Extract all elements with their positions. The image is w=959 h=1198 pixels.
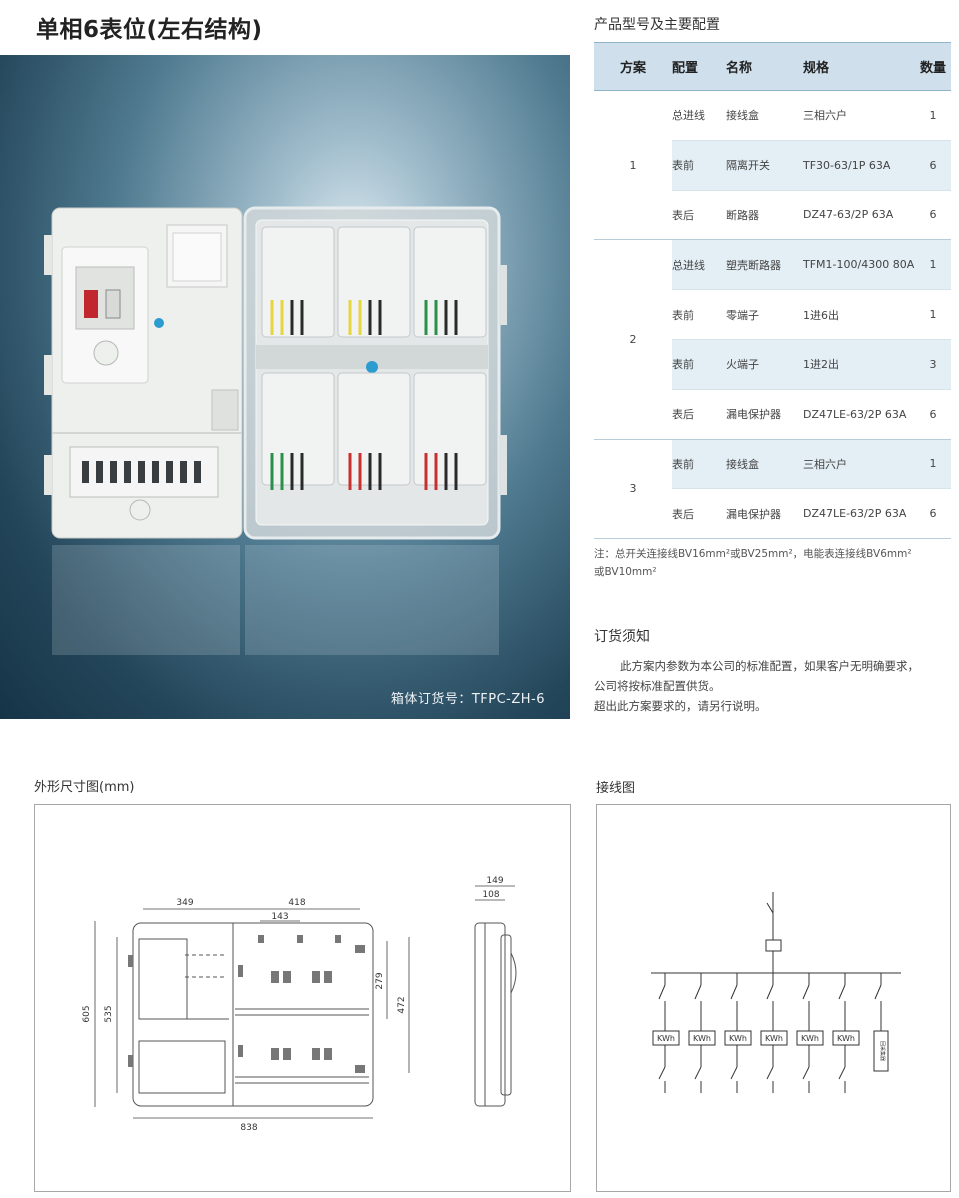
name-cell: 漏电保护器 [726, 488, 803, 540]
spec-note-line: 注：总开关连接线BV16mm²或BV25mm²，电能表连接线BV6mm² [594, 548, 912, 560]
table-row: 3 表前 接线盒 三相六户 1 [594, 439, 951, 540]
header-name: 名称 [726, 42, 803, 91]
spec-cell: 三相六户 [803, 90, 915, 141]
config-cell: 表后 [672, 190, 726, 241]
plan-cell: 1 [594, 90, 672, 241]
table-row: 1 总进线 接线盒 三相六户 1 [594, 90, 951, 241]
spec-header-row: 方案 配置 名称 规格 数量 [594, 42, 951, 91]
meter-label: KWh [693, 1034, 711, 1043]
name-cell: 零端子 [726, 289, 803, 340]
spec-section-title: 产品型号及主要配置 [594, 17, 720, 33]
qty-cell: 1 [915, 289, 951, 340]
qty-cell: 1 [915, 90, 951, 141]
spec-cell: 1进6出 [803, 289, 915, 340]
meter-label: KWh [801, 1034, 819, 1043]
spec-cell: DZ47LE-63/2P 63A [803, 389, 915, 440]
config-cell: 总进线 [672, 239, 726, 291]
header-qty: 数量 [915, 42, 951, 91]
table-row: 表前 零端子 1进6出 1 [594, 289, 951, 340]
plan-cell: 3 [594, 439, 672, 540]
name-cell: 火端子 [726, 339, 803, 390]
branch-lines [658, 973, 882, 1093]
dim-label-h-total: 605 [82, 1005, 92, 1022]
header-spec: 规格 [803, 42, 915, 91]
order-section-title: 订货须知 [594, 629, 650, 645]
dimension-drawing: 349 418 143 838 605 535 472 279 149 108 [34, 804, 571, 1192]
spec-cell: TF30-63/1P 63A [803, 140, 915, 191]
wiring-diagram: KWh KWh KWh KWh KWh KWh 回采集器 [596, 804, 951, 1192]
dim-label-w-right: 418 [288, 898, 305, 908]
name-cell: 漏电保护器 [726, 389, 803, 440]
dimension-drawing-svg: 349 418 143 838 605 535 472 279 149 108 [82, 876, 517, 1133]
name-cell: 隔离开关 [726, 140, 803, 191]
config-cell: 表前 [672, 140, 726, 191]
dim-label-d-inner: 108 [482, 890, 499, 900]
qty-cell: 3 [915, 339, 951, 390]
config-cell: 表前 [672, 439, 726, 490]
config-cell: 表后 [672, 389, 726, 440]
header-config: 配置 [672, 42, 726, 91]
table-row: 表后 断路器 DZ47-63/2P 63A 6 [594, 190, 951, 241]
dim-label-w-total: 838 [240, 1123, 257, 1133]
config-cell: 表后 [672, 488, 726, 540]
qty-cell: 1 [915, 439, 951, 490]
spec-cell: DZ47-63/2P 63A [803, 190, 915, 241]
table-row: 表后 漏电保护器 DZ47LE-63/2P 63A 6 [594, 389, 951, 440]
name-cell: 接线盒 [726, 90, 803, 141]
meter-label: KWh [837, 1034, 855, 1043]
qty-cell: 6 [915, 190, 951, 241]
order-line: 此方案内参数为本公司的标准配置，如果客户无明确要求， [620, 659, 919, 673]
qty-cell: 6 [915, 488, 951, 540]
dim-label-w-pitch: 143 [271, 912, 288, 922]
dim-label-w-left: 349 [176, 898, 193, 908]
table-row: 表前 火端子 1进2出 3 [594, 339, 951, 390]
meter-label: KWh [765, 1034, 783, 1043]
config-cell: 总进线 [672, 90, 726, 141]
spec-cell: 三相六户 [803, 439, 915, 490]
spec-cell: 1进2出 [803, 339, 915, 390]
qty-cell: 6 [915, 389, 951, 440]
plan-cell: 2 [594, 239, 672, 440]
meter-label: KWh [729, 1034, 747, 1043]
config-cell: 表前 [672, 289, 726, 340]
page-title: 单相6表位(左右结构) [36, 17, 263, 43]
dim-label-h-right: 472 [397, 996, 407, 1013]
order-line: 超出此方案要求的，请另行说明。 [594, 699, 767, 713]
spec-table: 方案 配置 名称 规格 数量 1 总进线 接线盒 三相六户 1 表前 隔离开关 … [594, 42, 951, 540]
name-cell: 断路器 [726, 190, 803, 241]
spec-note-line: 或BV10mm² [594, 566, 657, 578]
table-row: 表后 漏电保护器 DZ47LE-63/2P 63A 6 [594, 488, 951, 540]
table-row: 表前 隔离开关 TF30-63/1P 63A 6 [594, 140, 951, 191]
meter-boxes [652, 1030, 889, 1072]
qty-cell: 6 [915, 140, 951, 191]
header-plan: 方案 [594, 42, 672, 91]
meter-label: KWh [657, 1034, 675, 1043]
dim-label-h-pitch: 279 [375, 972, 385, 989]
table-row: 2 总进线 塑壳断路器 TFM1-100/4300 80A 1 [594, 239, 951, 440]
dim-label-d-total: 149 [486, 876, 503, 886]
qty-cell: 1 [915, 239, 951, 291]
name-cell: 接线盒 [726, 439, 803, 490]
spec-cell: TFM1-100/4300 80A [803, 239, 915, 291]
product-photo: 箱体订货号：TFPC-ZH-6 [0, 55, 570, 719]
wiring-section-title: 接线图 [596, 781, 636, 796]
order-line: 公司将按标准配置供货。 [594, 679, 721, 693]
meter-box-illustration [44, 206, 507, 655]
photo-caption: 箱体订货号：TFPC-ZH-6 [390, 692, 545, 707]
dimension-section-title: 外形尺寸图(mm) [34, 780, 135, 795]
name-cell: 塑壳断路器 [726, 239, 803, 291]
config-cell: 表前 [672, 339, 726, 390]
order-text: 此方案内参数为本公司的标准配置，如果客户无明确要求， 公司将按标准配置供货。 超… [594, 656, 956, 716]
collector-label: 回采集器 [879, 1041, 886, 1061]
dim-label-h-inner: 535 [104, 1005, 114, 1022]
wiring-diagram-svg: KWh KWh KWh KWh KWh KWh 回采集器 [651, 892, 901, 1093]
spec-note: 注：总开关连接线BV16mm²或BV25mm²，电能表连接线BV6mm² 或BV… [594, 545, 954, 581]
spec-cell: DZ47LE-63/2P 63A [803, 488, 915, 540]
